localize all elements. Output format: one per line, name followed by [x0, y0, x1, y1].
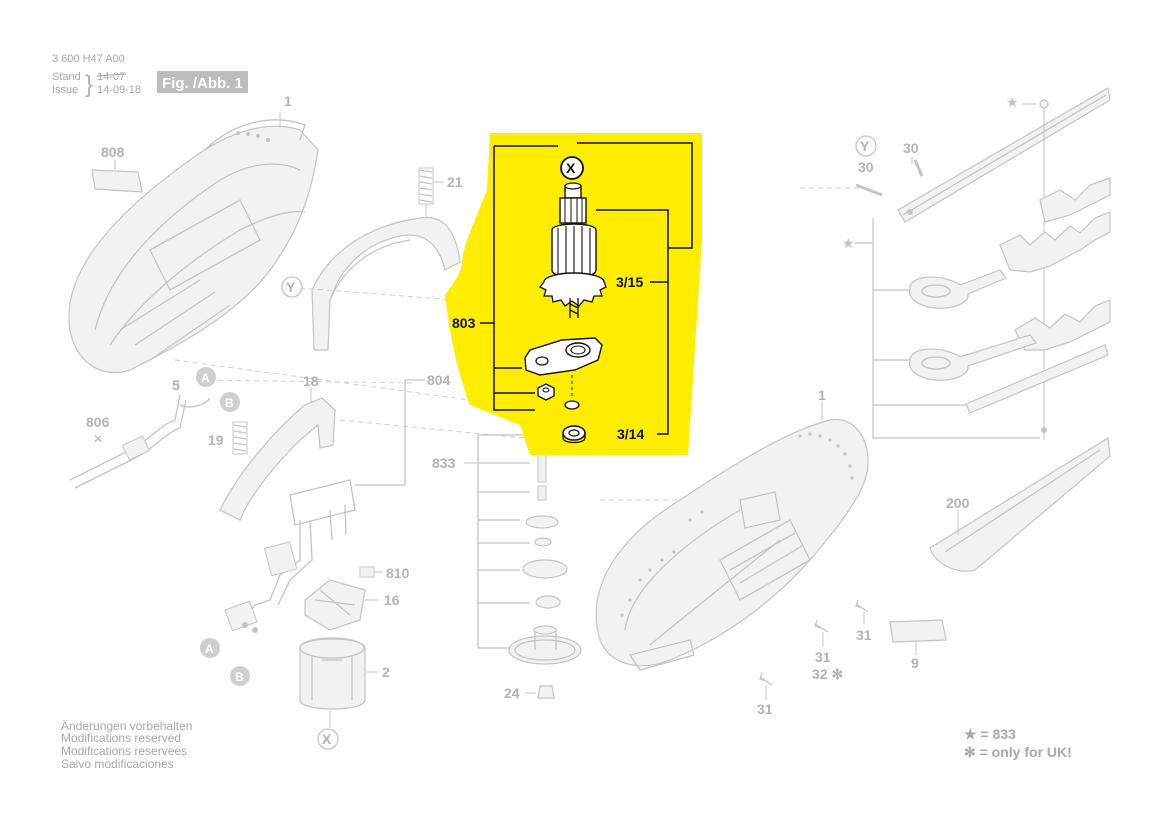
star-marker-top: ★	[1006, 94, 1019, 110]
screws-31	[759, 599, 869, 700]
part-label-21: 21	[447, 174, 463, 190]
callout-y-left: Y	[281, 276, 303, 298]
brush-810	[359, 566, 383, 578]
part-label-32: 32 ✻	[812, 666, 843, 682]
label-plate-9	[889, 619, 947, 655]
part-label-31-c: 31	[757, 701, 773, 717]
gear-stack-833	[464, 430, 582, 699]
callout-b-upper-label: B	[225, 396, 234, 410]
bracket-804	[355, 379, 425, 486]
callout-a-lower: A	[200, 638, 220, 658]
cross-glyph: ✕	[93, 432, 103, 446]
spring-19	[232, 421, 248, 455]
part-label-808: 808	[101, 144, 125, 160]
part-label-804: 804	[427, 372, 451, 388]
blade-bracket	[855, 218, 1040, 439]
part-label-30-right: 30	[903, 140, 919, 156]
nut-and-washer	[537, 375, 580, 410]
part-label-9: 9	[911, 655, 919, 671]
callout-b-upper: B	[220, 392, 240, 412]
part-label-18: 18	[303, 373, 319, 389]
stand-date: 14-07	[97, 71, 125, 83]
note-line-de: Änderungen vorbehalten	[61, 719, 192, 733]
stator-2	[299, 637, 378, 728]
footer-notes: Änderungen vorbehalten Modifications res…	[61, 719, 192, 771]
callout-b-lower-label: B	[235, 670, 244, 684]
blades	[908, 177, 1111, 433]
issue-label: Issue	[52, 84, 78, 96]
part-label-833: 833	[432, 455, 456, 471]
part-label-5: 5	[172, 377, 180, 393]
brace-glyph: }	[85, 71, 93, 98]
pins-30	[855, 156, 924, 197]
housing-shell-right	[595, 402, 869, 671]
note-line-en: Modifications reserved	[61, 731, 181, 745]
strike-line	[96, 73, 127, 77]
part-label-1-top: 1	[284, 93, 292, 109]
part-label-3-15: 3/15	[616, 274, 643, 290]
doc-number: 3 600 H47 A00	[52, 53, 125, 65]
callout-x-top-label: X	[566, 160, 576, 176]
legend-star-line: ★ = 833	[964, 726, 1016, 742]
part-label-19: 19	[208, 432, 224, 448]
legend-uk-line: ✻ = only for UK!	[964, 744, 1072, 760]
callout-a-upper: A	[196, 367, 216, 387]
part-label-806: 806	[86, 414, 110, 430]
part-label-2: 2	[382, 664, 390, 680]
note-line-fr: Modifications reservees	[61, 744, 187, 758]
part-label-24: 24	[504, 685, 520, 701]
part-label-16: 16	[384, 592, 400, 608]
switch-assembly	[224, 479, 356, 633]
note-line-es: Salvo modificaciones	[61, 757, 174, 771]
part-label-31-a: 31	[856, 627, 872, 643]
part-label-810: 810	[386, 565, 410, 581]
star-marker-mid: ★	[842, 235, 855, 251]
cable-5	[69, 380, 211, 489]
switch-lever-18	[219, 388, 336, 521]
callout-x-top: X	[560, 156, 584, 180]
callout-y-right: Y	[855, 135, 877, 157]
part-label-200: 200	[946, 495, 970, 511]
stand-label: Stand	[52, 71, 81, 83]
armature-motor	[538, 182, 607, 318]
callout-b-lower: B	[230, 666, 250, 686]
figure-label: Fig. /Abb. 1	[162, 75, 243, 92]
housing-shell-left	[68, 112, 319, 374]
callout-a-upper-label: A	[201, 371, 210, 385]
figure-badge	[157, 71, 248, 93]
blade-rail-top: ★	[897, 87, 1111, 440]
callout-x-bottom-label: X	[322, 731, 332, 747]
spring-21	[418, 167, 444, 222]
callout-x-bottom: X	[317, 728, 339, 750]
header: 3 600 H47 A00 Stand Issue } 14-07 14-09-…	[52, 53, 248, 98]
callout-a-lower-label: A	[205, 642, 214, 656]
part-label-1-right: 1	[818, 387, 826, 403]
flange-plate	[524, 337, 603, 376]
label-plate-808	[91, 160, 143, 193]
issue-date: 14-09-18	[97, 84, 141, 96]
rail-200	[929, 436, 1111, 572]
part-label-3-14: 3/14	[617, 426, 644, 442]
part-label-31-b: 31	[815, 649, 831, 665]
armature-brackets	[480, 142, 693, 435]
callout-y-right-label: Y	[860, 138, 870, 154]
ball-bearing	[562, 425, 586, 444]
legend: ★ = 833 ✻ = only for UK!	[964, 726, 1072, 760]
part-label-803: 803	[452, 315, 476, 331]
brush-holder-16	[304, 579, 378, 631]
hand-guard	[311, 216, 461, 351]
part-label-30-left: 30	[858, 159, 874, 175]
callout-y-left-label: Y	[286, 279, 296, 295]
